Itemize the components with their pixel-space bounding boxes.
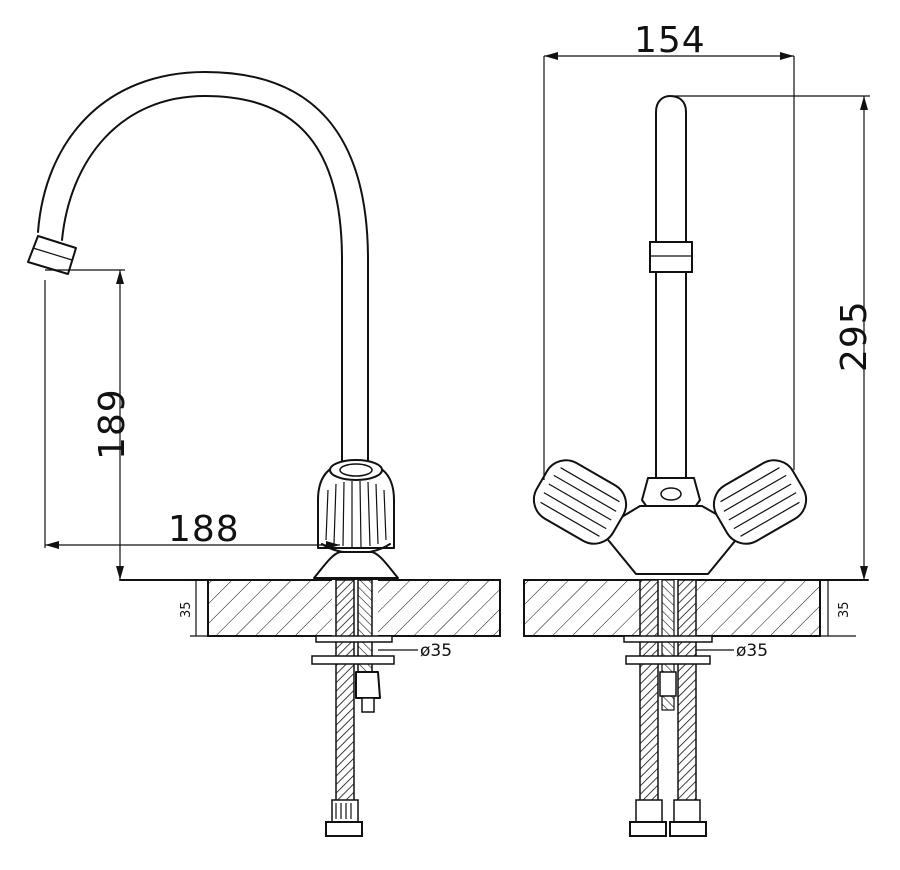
side-view: 189 188 35 ø35	[27, 71, 501, 837]
aerator	[27, 235, 77, 275]
supply-hose-left-a	[335, 579, 355, 821]
spout-height-label: 189	[92, 388, 133, 460]
front-spout	[655, 95, 687, 479]
total-width-label: 154	[634, 20, 706, 61]
total-height-label: 295	[834, 300, 875, 372]
handle-left-side	[313, 459, 399, 579]
hole-diameter-left-label: ø35	[420, 641, 452, 661]
supply-hose-right-a	[639, 579, 659, 821]
counter-thickness-left-label: 35	[179, 601, 194, 618]
supply-hose-right-b	[677, 579, 697, 821]
handle-right-front	[712, 459, 808, 545]
counter-thickness-right-label: 35	[837, 601, 852, 618]
handle-left-front	[532, 459, 628, 545]
hole-diameter-right-label: ø35	[736, 641, 768, 661]
front-aerator	[649, 241, 693, 273]
gooseneck-spout	[61, 95, 343, 463]
spout-reach-label: 188	[168, 509, 240, 550]
front-view: 154 295 35 ø35	[523, 20, 875, 837]
